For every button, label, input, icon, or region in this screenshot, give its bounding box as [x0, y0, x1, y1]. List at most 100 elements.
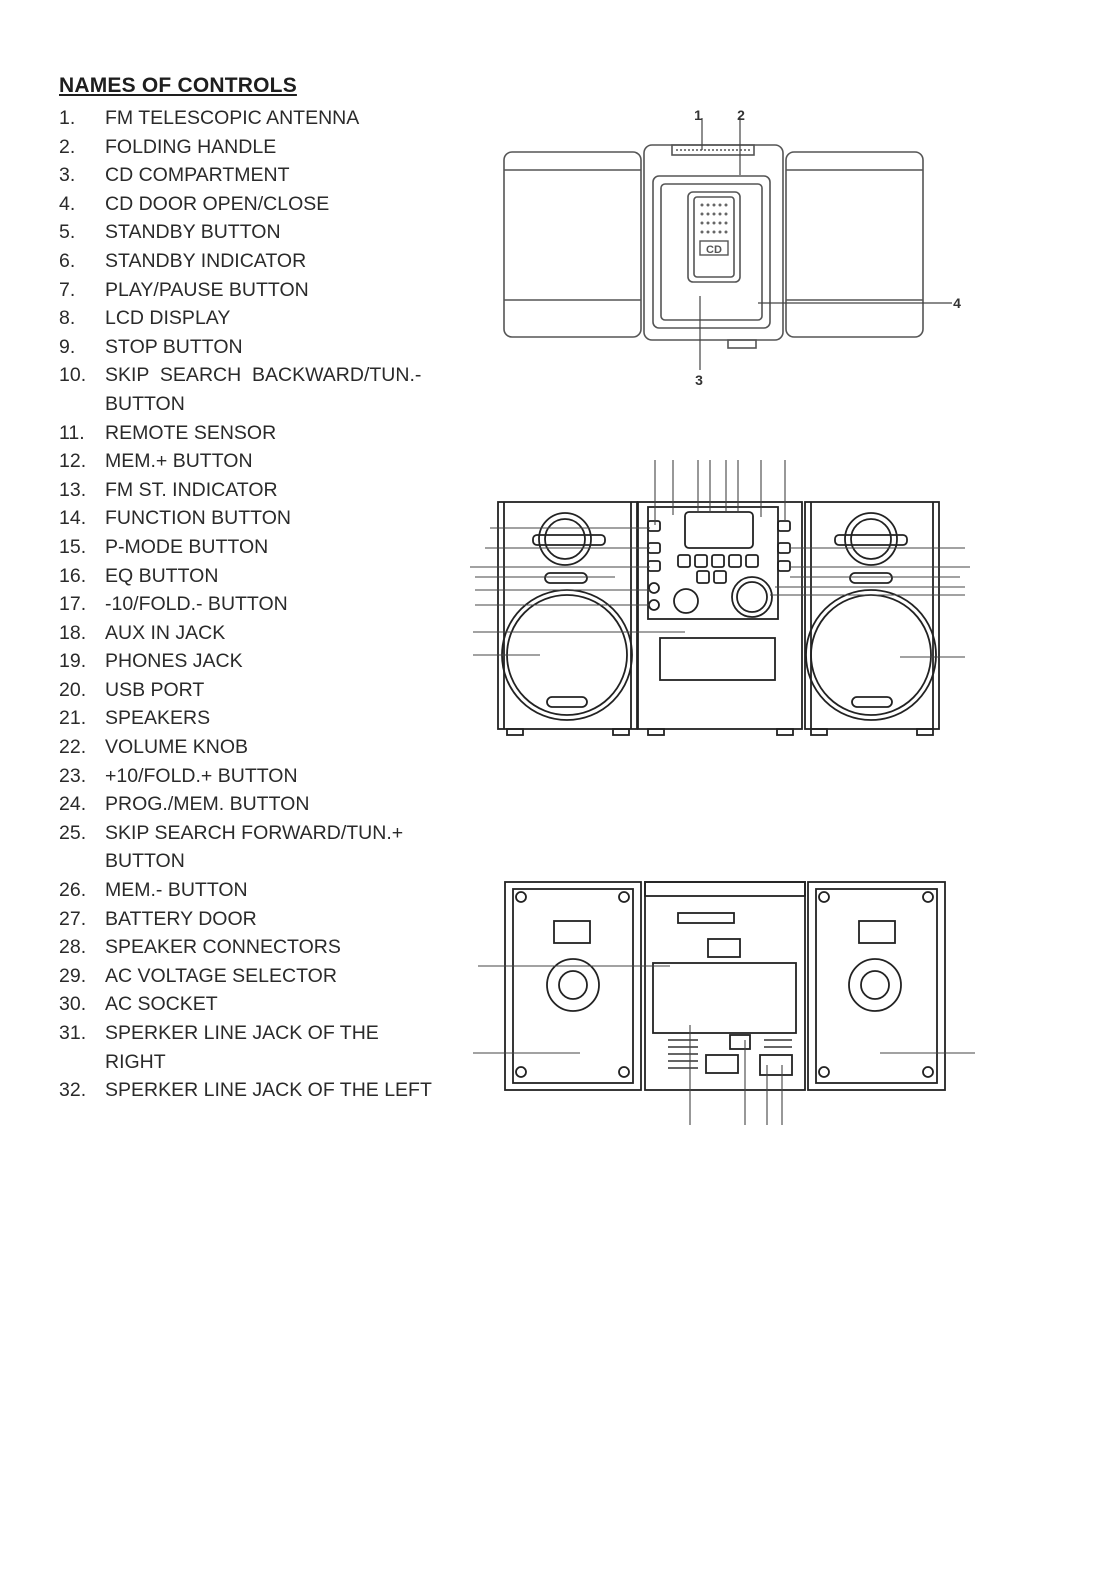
left-tweeter	[538, 512, 592, 566]
usb-port-panel	[659, 637, 776, 681]
item-text: SPEAKERS	[105, 707, 211, 730]
right-speaker-back	[807, 881, 946, 1091]
item-number: 3.	[59, 164, 76, 187]
item-number: 19.	[59, 650, 87, 673]
cd-door-panel	[687, 191, 741, 283]
item-number: 32.	[59, 1079, 87, 1102]
item-text: CD DOOR OPEN/CLOSE	[105, 192, 330, 215]
page-title: NAMES OF CONTROLS	[59, 74, 297, 97]
item-number: 5.	[59, 221, 76, 244]
item-number: 4.	[59, 192, 76, 215]
volume-knob	[731, 576, 773, 618]
callout-label: 2	[737, 107, 745, 123]
callout-label: 3	[695, 372, 703, 388]
item-number: 8.	[59, 307, 76, 330]
cd-logo: CD	[706, 244, 722, 256]
left-speaker-back	[504, 881, 642, 1091]
item-number: 9.	[59, 335, 76, 358]
item-number: 30.	[59, 993, 87, 1016]
item-text: USB PORT	[105, 678, 205, 701]
bottom-tab	[727, 339, 757, 349]
right-label-plate	[858, 920, 896, 944]
left-speaker-front	[497, 501, 638, 730]
item-number: 17.	[59, 593, 87, 616]
cd-logo-box	[699, 240, 729, 256]
item-text: SPEAKER CONNECTORS	[105, 936, 341, 959]
right-woofer	[805, 589, 937, 721]
item-number: 29.	[59, 964, 87, 987]
front-view-illustration	[470, 460, 970, 736]
item-text: CD COMPARTMENT	[105, 164, 290, 187]
right-speaker-front	[804, 501, 940, 730]
right-speaker-terminal	[848, 958, 902, 1012]
item-text: FM TELESCOPIC ANTENNA	[105, 107, 360, 129]
top-view-illustration: CD 1 2 3 4	[503, 107, 961, 388]
item-text: FUNCTION BUTTON	[105, 507, 291, 530]
item-text: SKIP SEARCH BACKWARD/TUN.- BUTTON	[105, 364, 427, 415]
item-text: AC VOLTAGE SELECTOR	[105, 964, 337, 987]
callout-label: 1	[694, 107, 702, 123]
top-view-diagram: CD 1 2 3 4	[440, 100, 980, 400]
right-tweeter	[844, 512, 898, 566]
item-text: EQ BUTTON	[105, 564, 219, 587]
item-number: 14.	[59, 507, 87, 530]
item-number: 13.	[59, 478, 87, 501]
item-text: VOLUME KNOB	[105, 736, 249, 759]
item-number: 25.	[59, 821, 87, 844]
ac-socket	[759, 1054, 793, 1076]
item-number: 11.	[59, 421, 85, 444]
item-number: 24.	[59, 793, 87, 816]
item-number: 26.	[59, 879, 87, 902]
item-text: PHONES JACK	[105, 650, 243, 673]
item-text: STOP BUTTON	[105, 335, 243, 358]
item-text: SKIP SEARCH FORWARD/TUN.+ BUTTON	[105, 821, 404, 873]
ac-voltage-selector	[729, 1034, 751, 1050]
rear-view-diagram	[470, 875, 980, 1130]
item-number: 2.	[59, 135, 76, 158]
item-text: SPERKER LINE JACK OF THE LEFT	[105, 1079, 432, 1102]
item-text: +10/FOLD.+ BUTTON	[105, 764, 298, 787]
item-number: 31.	[59, 1022, 87, 1044]
callout-label: 4	[953, 295, 961, 311]
item-number: 20.	[59, 678, 87, 701]
item-number: 7.	[59, 278, 76, 301]
item-text: STANDBY BUTTON	[105, 221, 281, 244]
item-text: PLAY/PAUSE BUTTON	[105, 278, 309, 301]
item-text: REMOTE SENSOR	[105, 421, 277, 444]
item-text: AC SOCKET	[105, 993, 218, 1016]
lcd-display	[684, 511, 754, 549]
item-number: 15.	[59, 535, 87, 558]
item-number: 16.	[59, 564, 87, 587]
item-text: MEM.- BUTTON	[105, 879, 248, 902]
right-speaker-top	[785, 151, 924, 338]
front-view-diagram	[465, 455, 980, 745]
item-number: 12.	[59, 450, 87, 473]
item-text: P-MODE BUTTON	[105, 535, 269, 558]
item-text: MEM.+ BUTTON	[105, 450, 253, 473]
item-text: LCD DISPLAY	[105, 307, 231, 330]
antenna-housing	[671, 144, 755, 156]
left-speaker-top	[503, 151, 642, 338]
item-number: 18.	[59, 621, 87, 644]
center-unit-front	[637, 501, 803, 730]
item-number: 1.	[59, 107, 76, 129]
item-number: 27.	[59, 907, 87, 930]
item-number: 21.	[59, 707, 87, 730]
left-speaker-terminal	[546, 958, 600, 1012]
item-text: PROG./MEM. BUTTON	[105, 793, 310, 816]
item-number: 10.	[59, 364, 87, 387]
item-text: AUX IN JACK	[105, 621, 226, 644]
rear-view-illustration	[473, 881, 975, 1125]
item-text: STANDBY INDICATOR	[105, 249, 307, 272]
item-text: -10/FOLD.- BUTTON	[105, 593, 288, 616]
item-text: FOLDING HANDLE	[105, 135, 277, 158]
left-label-plate	[553, 920, 591, 944]
skip-knob	[673, 588, 699, 614]
item-text: BATTERY DOOR	[105, 907, 257, 930]
item-text: SPERKER LINE JACK OF THE RIGHT	[105, 1022, 379, 1073]
item-number: 28.	[59, 936, 87, 959]
item-number: 23.	[59, 764, 87, 787]
item-number: 6.	[59, 249, 76, 272]
item-number: 22.	[59, 736, 87, 759]
cd-compartment-lid	[652, 175, 771, 329]
